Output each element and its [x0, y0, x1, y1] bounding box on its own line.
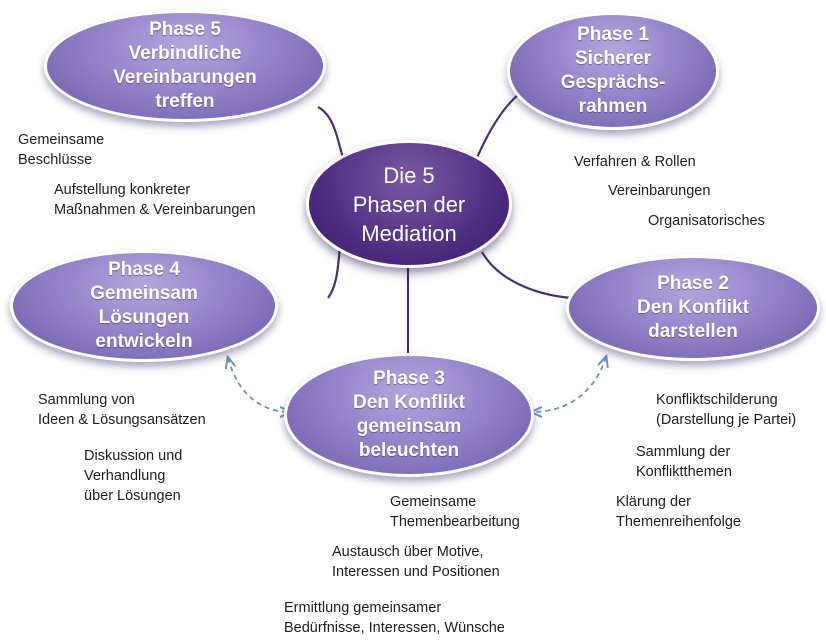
phase-1-label: Phase 1 Sicherer Gesprächs- rahmen	[561, 23, 666, 119]
connector-phase-4	[327, 247, 342, 299]
phase-1-line-4: rahmen	[578, 96, 648, 117]
phase-4-line-3: Lösungen	[98, 307, 190, 328]
phase-5-note-1: Gemeinsame Beschlüsse	[18, 130, 104, 170]
note-line: Verhandlung	[84, 468, 166, 484]
phase-4-bubble: Phase 4 Gemeinsam Lösungen entwickeln	[10, 250, 278, 362]
dashed-arrow-phase2-phase3	[532, 357, 606, 412]
phase-1-line-3: Gesprächs-	[560, 72, 666, 93]
phase-4-label: Phase 4 Gemeinsam Lösungen entwickeln	[90, 258, 198, 354]
phase-2-bubble: Phase 2 Den Konflikt darstellen	[566, 255, 820, 361]
phase-1-line-1: Phase 1	[577, 24, 649, 45]
note-line: Vereinbarungen	[608, 183, 711, 199]
phase-4-line-2: Gemeinsam	[90, 283, 198, 304]
note-line: Konfliktthemen	[636, 464, 732, 480]
note-line: Beschlüsse	[18, 152, 93, 168]
phase-1-note-1: Verfahren & Rollen	[574, 152, 696, 172]
note-line: Verfahren & Rollen	[574, 154, 696, 170]
note-line: Themenbearbeitung	[390, 514, 520, 530]
phase-3-line-3: gemeinsam	[356, 416, 462, 437]
phase-3-line-1: Phase 3	[373, 368, 445, 389]
note-line: über Lösungen	[84, 488, 181, 504]
note-line: Organisatorisches	[648, 213, 765, 229]
center-line-1: Die 5	[383, 162, 435, 188]
center-line-3: Mediation	[361, 220, 457, 246]
dashed-arrow-phase4-phase3	[228, 358, 290, 412]
phase-2-label: Phase 2 Den Konflikt darstellen	[637, 272, 749, 344]
connector-phase-2	[481, 251, 573, 300]
phase-1-note-3: Organisatorisches	[648, 211, 765, 231]
note-line: Sammlung von	[38, 392, 135, 408]
note-line: Gemeinsame	[390, 494, 477, 510]
phase-2-note-2: Sammlung der Konfliktthemen	[636, 442, 732, 482]
phase-3-line-2: Den Konflikt	[353, 392, 465, 413]
phase-5-note-2: Aufstellung konkreter Maßnahmen & Verein…	[54, 180, 256, 220]
phase-5-line-2: Verbindliche	[128, 43, 242, 64]
note-line: Maßnahmen & Vereinbarungen	[54, 202, 256, 218]
phase-4-line-1: Phase 4	[108, 259, 180, 280]
note-line: Ideen & Lösungsansätzen	[38, 412, 206, 428]
note-line: Aufstellung konkreter	[54, 182, 191, 198]
phase-5-line-3: Vereinbarungen	[113, 67, 257, 88]
connector-phase-1	[472, 94, 519, 166]
phase-1-bubble: Phase 1 Sicherer Gesprächs- rahmen	[507, 12, 719, 130]
phase-5-bubble: Phase 5 Verbindliche Vereinbarungen tref…	[44, 10, 326, 122]
phase-5-line-4: treffen	[155, 91, 215, 112]
note-line: Klärung der	[616, 494, 691, 510]
phase-1-line-2: Sicherer	[574, 48, 652, 69]
center-title: Die 5 Phasen der Mediation	[353, 161, 466, 248]
note-line: Bedürfnisse, Interessen, Wünsche	[284, 620, 505, 636]
phase-4-note-2: Diskussion und Verhandlung über Lösungen	[84, 446, 182, 506]
phase-2-line-2: Den Konflikt	[637, 297, 749, 318]
phase-3-note-3: Ermittlung gemeinsamer Bedürfnisse, Inte…	[284, 598, 505, 638]
phase-2-line-3: darstellen	[648, 321, 738, 342]
note-line: Diskussion und	[84, 448, 183, 464]
phase-2-line-1: Phase 2	[657, 273, 729, 294]
phase-3-note-2: Austausch über Motive, Interessen und Po…	[332, 542, 500, 582]
phase-1-note-2: Vereinbarungen	[608, 181, 710, 201]
phase-3-line-4: beleuchten	[358, 440, 460, 461]
note-line: Konfliktschilderung	[656, 392, 778, 408]
phase-3-label: Phase 3 Den Konflikt gemeinsam beleuchte…	[353, 367, 465, 463]
center-line-2: Phasen der	[352, 191, 466, 217]
phase-3-bubble: Phase 3 Den Konflikt gemeinsam beleuchte…	[284, 353, 534, 477]
note-line: Interessen und Positionen	[332, 564, 500, 580]
note-line: Ermittlung gemeinsamer	[284, 600, 442, 616]
phase-4-note-1: Sammlung von Ideen & Lösungsansätzen	[38, 390, 206, 430]
phase-5-line-1: Phase 5	[149, 19, 221, 40]
phase-4-line-4: entwickeln	[95, 331, 193, 352]
note-line: Austausch über Motive,	[332, 544, 484, 560]
phase-2-note-1: Konfliktschilderung (Darstellung je Part…	[656, 390, 796, 430]
note-line: (Darstellung je Partei)	[656, 412, 797, 428]
note-line: Sammlung der	[636, 444, 731, 460]
note-line: Themenreihenfolge	[616, 514, 741, 530]
phase-3-note-1: Gemeinsame Themenbearbeitung	[390, 492, 520, 532]
center-bubble: Die 5 Phasen der Mediation	[306, 140, 512, 268]
phase-2-note-3: Klärung der Themenreihenfolge	[616, 492, 741, 532]
phase-5-label: Phase 5 Verbindliche Vereinbarungen tref…	[113, 18, 257, 114]
note-line: Gemeinsame	[18, 132, 105, 148]
